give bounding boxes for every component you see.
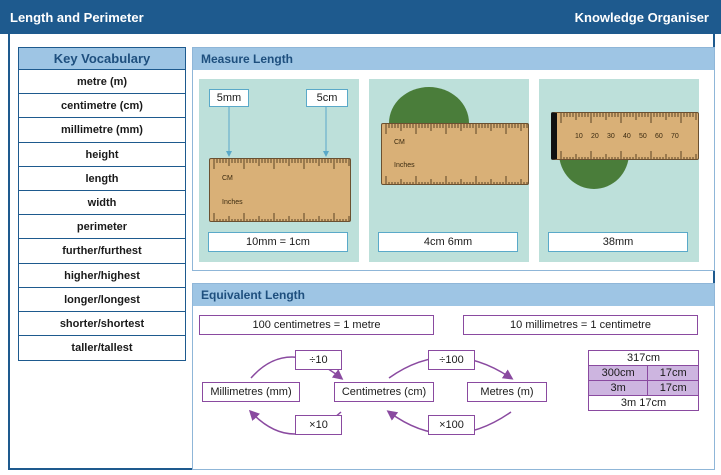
ruler-tile-2: CM Inches 4cm 6mm bbox=[369, 79, 529, 262]
ruler-inches-label: Inches bbox=[222, 199, 243, 206]
tag-5mm: 5mm bbox=[209, 89, 249, 107]
ruler-tile-1: 5mm 5cm CM Inches 10mm = 1cm bbox=[199, 79, 359, 262]
ruler-number: 40 bbox=[623, 133, 631, 140]
ruler-number: 30 bbox=[607, 133, 615, 140]
measure-length-title: Measure Length bbox=[193, 48, 714, 70]
vocab-item: width bbox=[19, 191, 185, 216]
vocab-item: further/furthest bbox=[19, 239, 185, 264]
unit-millimetres: Millimetres (mm) bbox=[202, 382, 300, 402]
ruler-tile-2-image: CM Inches bbox=[381, 123, 529, 185]
vocab-item: centimetre (cm) bbox=[19, 94, 185, 119]
vocab-item: longer/longest bbox=[19, 288, 185, 312]
ruler-number: 20 bbox=[591, 133, 599, 140]
ruler-number: 60 bbox=[655, 133, 663, 140]
op-divide-10: ÷10 bbox=[295, 350, 342, 370]
ruler-tile-3-image: 10 20 30 40 50 60 70 bbox=[551, 112, 699, 160]
table-cell: 300cm bbox=[587, 365, 649, 381]
table-cell: 3m bbox=[587, 380, 649, 396]
table-cell: 17cm bbox=[647, 365, 699, 381]
fact-mm-to-cm: 10 millimetres = 1 centimetre bbox=[463, 315, 698, 335]
ruler-ticks bbox=[213, 159, 350, 221]
equivalent-length-title: Equivalent Length bbox=[193, 284, 714, 306]
ruler-number: 50 bbox=[639, 133, 647, 140]
caption-tile-2: 4cm 6mm bbox=[378, 232, 518, 252]
ruler-number: 10 bbox=[575, 133, 583, 140]
vocab-item: millimetre (mm) bbox=[19, 118, 185, 143]
vocabulary-title: Key Vocabulary bbox=[19, 48, 185, 70]
vocab-item: perimeter bbox=[19, 215, 185, 240]
vocab-item: length bbox=[19, 167, 185, 191]
ruler-number: 70 bbox=[671, 133, 679, 140]
pointer-arrows bbox=[226, 107, 329, 157]
equivalent-length-panel: Equivalent Length 100 centimetres = 1 me… bbox=[192, 283, 715, 470]
measure-length-panel: Measure Length 5mm 5cm CM Inches 10mm = … bbox=[192, 47, 715, 271]
table-result: 3m 17cm bbox=[588, 395, 699, 411]
vocab-item: metre (m) bbox=[19, 70, 185, 95]
unit-metres: Metres (m) bbox=[467, 382, 547, 402]
unit-centimetres: Centimetres (cm) bbox=[334, 382, 434, 402]
ruler-ticks bbox=[385, 124, 528, 184]
op-divide-100: ÷100 bbox=[428, 350, 475, 370]
vocabulary-panel: Key Vocabulary metre (m) centimetre (cm)… bbox=[18, 47, 186, 362]
vocab-item: height bbox=[19, 143, 185, 167]
table-cell: 17cm bbox=[647, 380, 699, 396]
table-total: 317cm bbox=[588, 350, 699, 366]
ruler-inches-label: Inches bbox=[394, 162, 415, 169]
vocab-item: shorter/shortest bbox=[19, 312, 185, 337]
caption-tile-3: 38mm bbox=[548, 232, 688, 252]
ruler-tile-3: 10 20 30 40 50 60 70 38mm bbox=[539, 79, 699, 262]
ruler-cm-label: CM bbox=[394, 139, 405, 146]
ruler-tile-1-image: CM Inches bbox=[209, 158, 351, 222]
vocab-item: taller/tallest bbox=[71, 342, 133, 355]
page-title: Length and Perimeter bbox=[10, 10, 144, 25]
fact-cm-to-m: 100 centimetres = 1 metre bbox=[199, 315, 434, 335]
op-times-10: ×10 bbox=[295, 415, 342, 435]
header-bar: Length and Perimeter Knowledge Organiser bbox=[0, 0, 721, 34]
page-subtitle: Knowledge Organiser bbox=[574, 10, 709, 25]
op-times-100: ×100 bbox=[428, 415, 475, 435]
ruler-ticks bbox=[560, 113, 697, 159]
vocab-item: higher/highest bbox=[19, 264, 185, 288]
tag-5cm: 5cm bbox=[306, 89, 348, 107]
ruler-cm-label: CM bbox=[222, 175, 233, 182]
caption-tile-1: 10mm = 1cm bbox=[208, 232, 348, 252]
